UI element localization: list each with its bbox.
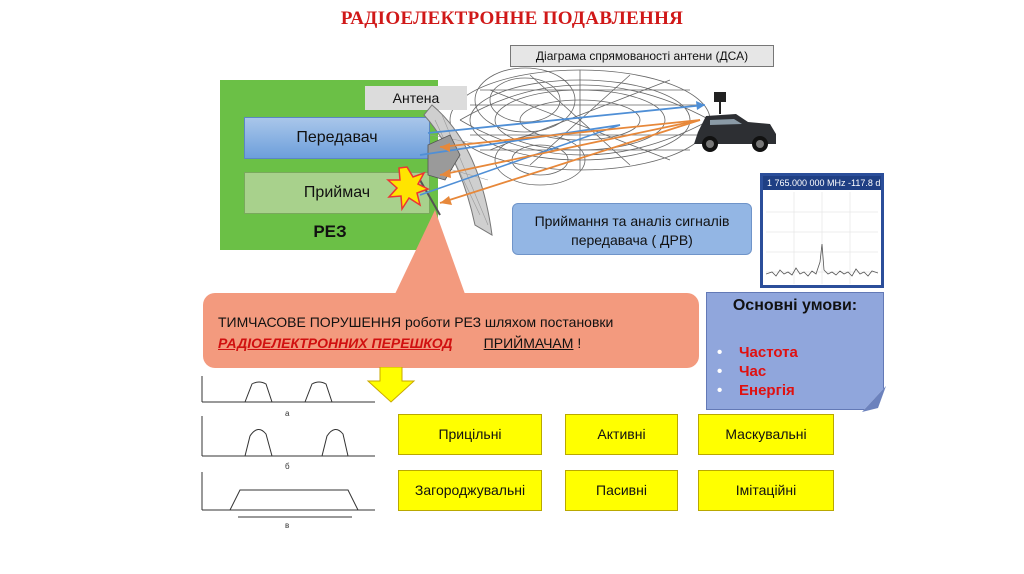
type-box: Загороджувальні [398,470,542,511]
main-text-part3: ПРИЙМАЧАМ [483,335,574,351]
spectrum-trace [766,192,878,284]
graph-label-a: а [285,409,290,418]
conditions-page-curl [862,386,886,412]
condition-item: •Час [717,363,767,380]
main-text-part1: ТИМЧАСОВЕ ПОРУШЕННЯ роботи РЕЗ шляхом по… [218,314,614,330]
pulse-graphs: а б в [201,376,375,530]
main-text-part2: РАДІОЕЛЕКТРОННИХ ПЕРЕШКОД [218,335,453,351]
vehicle-image [694,92,776,152]
down-arrow-icon [366,367,416,403]
antenna-label: Антена [365,86,467,110]
main-text-part4: ! [573,335,582,351]
antenna-signal-illustration [386,101,706,236]
conditions-box [706,292,884,410]
condition-item: •Енергія [717,382,795,399]
graph-label-b: б [285,462,290,471]
graph-label-c: в [285,521,289,530]
main-definition-text: ТИМЧАСОВЕ ПОРУШЕННЯ роботи РЕЗ шляхом по… [218,312,698,354]
conditions-list: •Частота •Час •Енергія [715,343,798,400]
page-title: РАДІОЕЛЕКТРОННЕ ПОДАВЛЕННЯ [340,8,684,29]
condition-item: •Частота [717,344,798,361]
type-box: Маскувальні [698,414,834,455]
main-box-callout-pointer [395,210,465,294]
type-box: Активні [565,414,678,455]
conditions-title: Основні умови: [732,297,858,314]
transmitter-box: Передавач [244,117,430,159]
reception-line-1: Приймання та аналіз сигналів [534,213,730,229]
reception-line-2: передавача ( ДРВ) [571,232,693,248]
spectrum-readout: 1 765.000 000 MHz -117.8 dBm [763,176,881,190]
res-label: РЕЗ [313,222,347,241]
type-box: Імітаційні [698,470,834,511]
type-box: Прицільні [398,414,542,455]
main-definition-box [203,293,699,368]
dsa-label: Діаграма спрямованості антени (ДСА) [510,45,774,67]
reception-analysis-box: Приймання та аналіз сигналів передавача … [512,203,752,255]
type-box: Пасивні [565,470,678,511]
